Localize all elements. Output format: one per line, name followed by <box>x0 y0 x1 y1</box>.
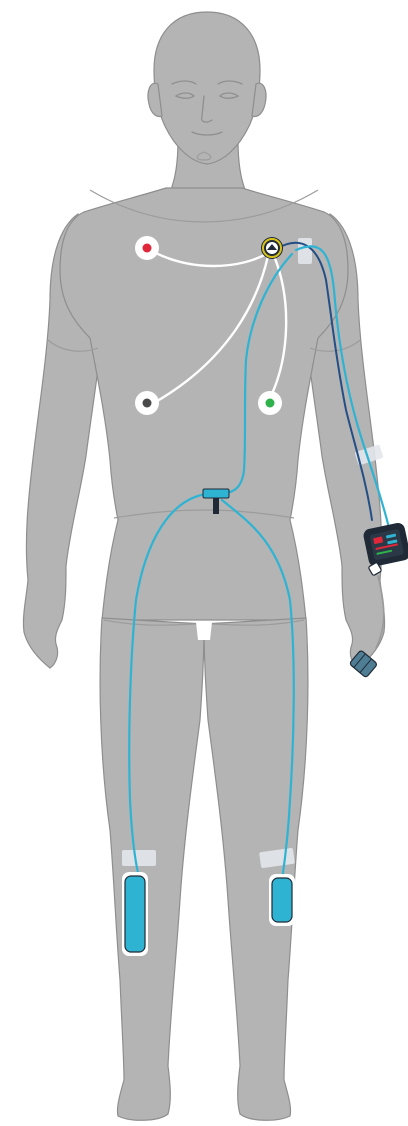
ecg-electrode-black <box>135 391 159 415</box>
ecg-electrode-green <box>258 391 282 415</box>
right-leg <box>204 618 308 1120</box>
ecg-electrode-red <box>135 236 159 260</box>
ecg-hub-icon <box>261 237 283 259</box>
left-leg <box>100 618 204 1120</box>
head <box>154 12 260 164</box>
calf-reservoir-right <box>269 874 295 926</box>
body-silhouette <box>23 12 384 1120</box>
shoulder-tape <box>298 238 312 264</box>
crotch <box>196 622 212 640</box>
calf-reservoir-left <box>122 872 148 956</box>
calf-tape-left <box>122 850 156 866</box>
